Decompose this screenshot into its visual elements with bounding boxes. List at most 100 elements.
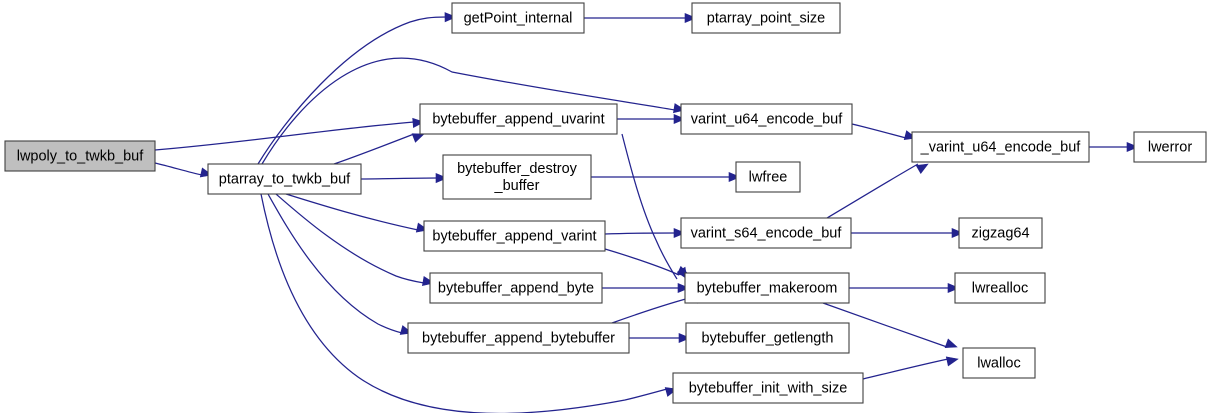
edge-ptarray-to-twkb-buf-to-bytebuffer-append-uvarint	[333, 133, 425, 165]
edge-varint-s64-encode-buf-to-zigzag64	[851, 227, 964, 239]
node-box[interactable]	[958, 217, 1043, 249]
arrow-head-icon	[435, 172, 448, 184]
node-box[interactable]	[207, 163, 362, 195]
node-varint-s64-encode-buf[interactable]: varint_s64_encode_buf	[680, 217, 852, 249]
edge-bytebuffer-append-varint-to-bytebuffer-makeroom	[604, 248, 690, 276]
edge-ptarray-to-twkb-buf-to-getpoint-internal	[257, 12, 457, 165]
node-box[interactable]	[735, 161, 801, 193]
edge-bytebuffer-append-bytebuffer-to-bytebuffer-getlength	[628, 332, 691, 344]
node-box[interactable]	[451, 2, 585, 34]
edge-varint-u64-encode-buf-to-varint-u64-encode-buf	[851, 123, 917, 140]
node-label: zigzag64	[971, 225, 1029, 241]
edge-ptarray-to-twkb-buf-to-bytebuffer-append-byte	[275, 193, 435, 287]
arrow-head-icon	[947, 282, 960, 294]
node-ptarray-to-twkb-buf[interactable]: ptarray_to_twkb_buf	[207, 163, 362, 195]
arrow-head-icon	[915, 163, 929, 175]
node-label: bytebuffer_init_with_size	[689, 380, 848, 396]
arrow-head-icon	[1126, 141, 1139, 153]
arrow-head-icon	[677, 282, 690, 294]
node-lwerror[interactable]: lwerror	[1133, 131, 1207, 163]
node-box[interactable]	[680, 217, 852, 249]
node-box[interactable]	[691, 2, 841, 34]
arrow-head-icon	[673, 227, 686, 239]
node-bytebuffer-append-uvarint[interactable]: bytebuffer_append_uvarint	[419, 103, 618, 135]
edge-bytebuffer-append-uvarint-to-varint-u64-encode-buf	[616, 113, 686, 125]
node-bytebuffer-init-with-size[interactable]: bytebuffer_init_with_size	[672, 372, 864, 404]
node-box[interactable]	[419, 103, 618, 135]
edge-ptarray-to-twkb-buf-to-bytebuffer-append-varint	[285, 193, 429, 233]
node-label: varint_u64_encode_buf	[691, 111, 844, 127]
edge-bytebuffer-append-varint-to-varint-s64-encode-buf	[604, 227, 686, 239]
node-label: bytebuffer_append_varint	[432, 228, 596, 244]
arrow-head-icon	[684, 12, 697, 24]
node-label: bytebuffer_append_bytebuffer	[422, 330, 615, 346]
edge-bytebuffer-append-byte-to-bytebuffer-makeroom	[602, 282, 690, 294]
edge-ptarray-to-twkb-buf-to-bytebuffer-append-bytebuffer	[267, 193, 413, 335]
node-getpoint-internal[interactable]: getPoint_internal	[451, 2, 585, 34]
node-zigzag64[interactable]: zigzag64	[958, 217, 1043, 249]
node-label: getPoint_internal	[464, 10, 573, 26]
edge-ptarray-to-twkb-buf-to-bytebuffer-destroy-buffer	[360, 172, 448, 184]
edge-getpoint-internal-to-ptarray-point-size	[584, 12, 697, 24]
node-box[interactable]	[962, 347, 1036, 379]
arrow-head-icon	[444, 12, 457, 23]
node-label: ptarray_point_size	[707, 10, 826, 26]
node-box[interactable]	[423, 220, 606, 252]
node-bytebuffer-append-bytebuffer[interactable]: bytebuffer_append_bytebuffer	[407, 322, 630, 354]
node-label: lwfree	[749, 169, 788, 185]
node-box[interactable]	[429, 272, 603, 304]
edge-varint-s64-encode-buf-to-varint-u64-encode-buf	[826, 163, 929, 219]
node-label: lwerror	[1148, 139, 1192, 155]
node-varint-u64-encode-buf[interactable]: varint_u64_encode_buf	[680, 103, 853, 135]
node-bytebuffer-append-varint[interactable]: bytebuffer_append_varint	[423, 220, 606, 252]
node-box[interactable]	[407, 322, 630, 354]
arrow-head-icon	[944, 338, 958, 349]
arrow-head-icon	[951, 227, 964, 239]
node-box[interactable]	[911, 131, 1090, 163]
node-bytebuffer-destroy-buffer[interactable]: bytebuffer_destroy_buffer	[442, 154, 592, 200]
node-box[interactable]	[954, 272, 1046, 304]
node-bytebuffer-append-byte[interactable]: bytebuffer_append_byte	[429, 272, 603, 304]
node-lwrealloc[interactable]: lwrealloc	[954, 272, 1046, 304]
arrow-head-icon	[678, 332, 691, 344]
edge-bytebuffer-makeroom-to-lwalloc	[822, 302, 958, 349]
node-label: bytebuffer_destroy_buffer	[457, 161, 578, 194]
node-label: ptarray_to_twkb_buf	[219, 171, 351, 187]
node-label: bytebuffer_append_byte	[438, 280, 594, 296]
node-bytebuffer-makeroom[interactable]: bytebuffer_makeroom	[684, 272, 850, 304]
edge-varint-u64-encode-buf-to-lwerror	[1088, 141, 1139, 153]
node-box[interactable]	[684, 272, 850, 304]
edge-bytebuffer-init-with-size-to-lwalloc	[862, 356, 959, 380]
arrow-head-icon	[411, 133, 425, 143]
node-label: varint_s64_encode_buf	[691, 225, 843, 241]
node-ptarray-point-size[interactable]: ptarray_point_size	[691, 2, 841, 34]
node-box[interactable]	[442, 154, 592, 200]
node-varint-u64-encode-buf[interactable]: _varint_u64_encode_buf	[911, 131, 1090, 163]
node-label: bytebuffer_makeroom	[697, 280, 838, 296]
node-label: lwrealloc	[972, 280, 1028, 296]
node-lwalloc[interactable]: lwalloc	[962, 347, 1036, 379]
arrow-head-icon	[673, 113, 686, 125]
node-box[interactable]	[672, 372, 864, 404]
node-lwpoly-to-twkb-buf[interactable]: lwpoly_to_twkb_buf	[4, 140, 156, 172]
edge-bytebuffer-makeroom-to-lwrealloc	[849, 282, 960, 294]
node-box[interactable]	[1133, 131, 1207, 163]
arrow-head-icon	[412, 117, 425, 128]
node-box[interactable]	[680, 103, 853, 135]
edge-lwpoly-to-twkb-buf-to-bytebuffer-append-uvarint	[154, 117, 425, 151]
node-box[interactable]	[4, 140, 156, 172]
arrow-head-icon	[945, 356, 959, 367]
node-label: bytebuffer_append_uvarint	[432, 111, 604, 127]
node-label: lwpoly_to_twkb_buf	[17, 148, 145, 164]
node-box[interactable]	[685, 322, 850, 354]
edge-bytebuffer-append-uvarint-to-bytebuffer-makeroom	[621, 133, 688, 280]
edge-bytebuffer-destroy-buffer-to-lwfree	[590, 171, 741, 183]
node-lwfree[interactable]: lwfree	[735, 161, 801, 193]
edge-lwpoly-to-twkb-buf-to-ptarray-to-twkb-buf	[154, 162, 213, 178]
node-bytebuffer-getlength[interactable]: bytebuffer_getlength	[685, 322, 850, 354]
node-label: lwalloc	[977, 355, 1021, 371]
node-label: bytebuffer_getlength	[702, 330, 834, 346]
nodes-layer: lwpoly_to_twkb_buf ptarray_to_twkb_buf get…	[4, 2, 1207, 404]
